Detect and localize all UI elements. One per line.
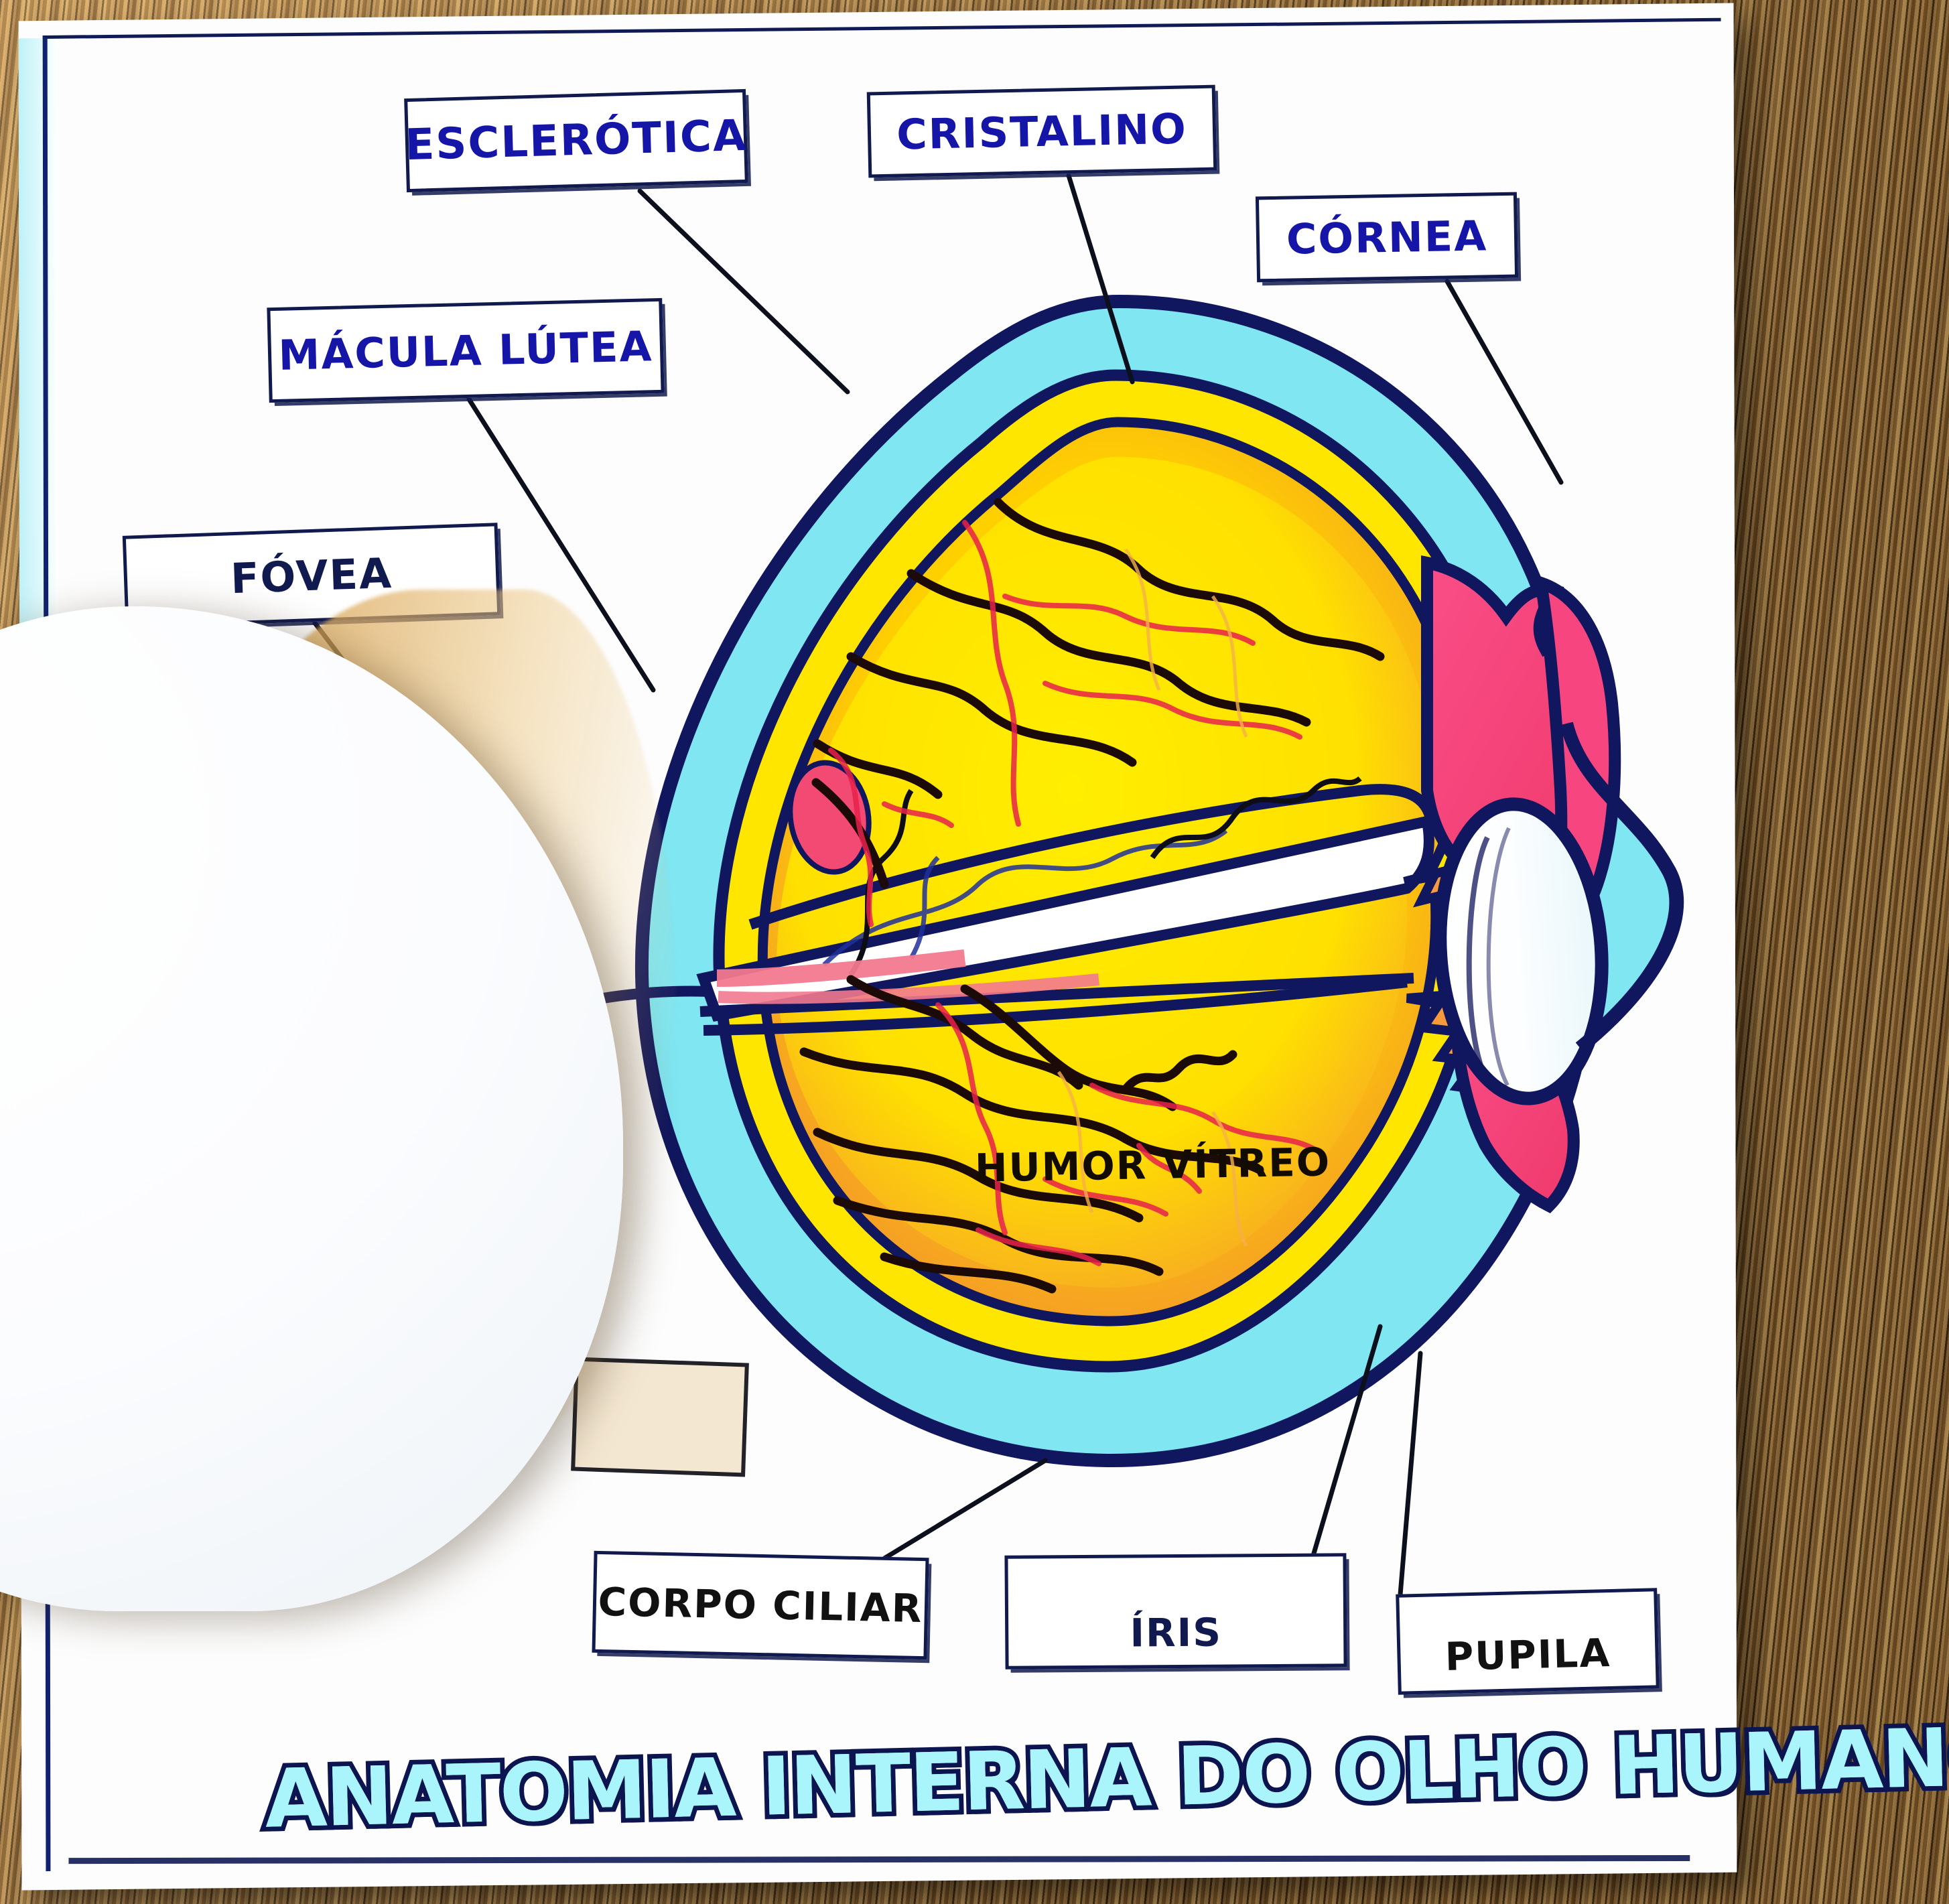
aqueous-squiggle xyxy=(822,829,1228,967)
label-pupila-text: PUPILA xyxy=(1444,1629,1612,1680)
label-box-hidden-behind-flap xyxy=(571,1357,749,1477)
inline-label-humor-vitreo: HUMOR VÍTREO xyxy=(974,1139,1331,1191)
label-macula-lutea-text: MÁCULA LÚTEA xyxy=(277,321,654,380)
label-iris[interactable]: ÍRIS xyxy=(1004,1553,1347,1670)
cornea xyxy=(1560,722,1684,1053)
label-cornea[interactable]: CÓRNEA xyxy=(1255,192,1519,283)
fovea-macula-spot xyxy=(787,760,872,875)
chamber-divider-lines xyxy=(699,973,1414,1036)
label-esclerotica[interactable]: ESCLERÓTICA xyxy=(404,88,748,193)
label-pupila[interactable]: PUPILA xyxy=(1396,1588,1660,1695)
retinal-vessels-red xyxy=(828,520,1323,1266)
label-macula-lutea[interactable]: MÁCULA LÚTEA xyxy=(267,297,665,403)
label-corpo-ciliar-text: CORPO CILIAR xyxy=(597,1578,924,1632)
label-cornea-text: CÓRNEA xyxy=(1286,210,1488,264)
retinal-vessels-thin xyxy=(1057,548,1248,1247)
label-corpo-ciliar[interactable]: CORPO CILIAR xyxy=(592,1550,929,1660)
label-esclerotica-text: ESCLERÓTICA xyxy=(404,111,748,171)
label-fovea-text: FÓVEA xyxy=(229,548,394,603)
label-cristalino[interactable]: CRISTALINO xyxy=(866,84,1217,178)
label-cristalino-text: CRISTALINO xyxy=(896,103,1188,159)
lens xyxy=(1433,797,1609,1105)
eye-cross-section-svg xyxy=(602,294,1684,1468)
label-iris-text: ÍRIS xyxy=(1130,1609,1223,1656)
eye-diagram xyxy=(536,281,1708,1494)
